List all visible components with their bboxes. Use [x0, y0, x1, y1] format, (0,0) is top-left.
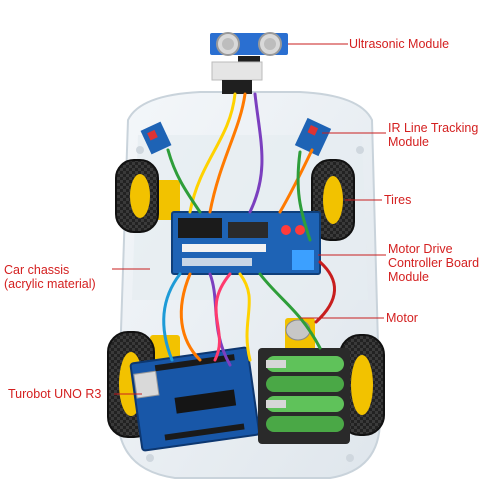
label-ultrasonic-module: Ultrasonic Module — [349, 37, 449, 51]
chassis-hole — [136, 146, 144, 154]
label-ir-line2: Module — [388, 135, 429, 149]
label-tires: Tires — [384, 193, 411, 207]
wiring — [162, 92, 336, 367]
chassis-hole — [146, 454, 154, 462]
label-motor-text: Motor — [386, 311, 418, 325]
uno-board — [129, 346, 261, 452]
label-motor: Motor — [386, 311, 418, 325]
battery-pack — [258, 348, 350, 444]
chassis-hole — [346, 454, 354, 462]
label-ir-line-tracking: IR Line Tracking Module — [388, 121, 478, 149]
label-motor-drive-controller: Motor Drive Controller Board Module — [388, 242, 479, 284]
label-motor-drive-line2: Controller Board — [388, 256, 480, 270]
motor-drive-board — [171, 211, 321, 275]
ultrasonic-module — [210, 32, 288, 94]
ir-sensor-right — [294, 117, 332, 157]
label-chassis-line1: Car chassis — [4, 263, 70, 277]
chassis-hole — [356, 146, 364, 154]
label-tires-text: Tires — [384, 193, 412, 207]
label-ultrasonic-text: Ultrasonic Module — [349, 37, 450, 51]
ir-sensor-left — [140, 121, 172, 155]
leader-lines — [112, 43, 386, 395]
tire-rear-right — [339, 334, 385, 436]
label-uno-text: Turobot UNO R3 — [8, 387, 102, 401]
label-ir-line1: IR Line Tracking — [388, 121, 479, 135]
label-chassis-line2: (acrylic material) — [4, 277, 96, 291]
tire-front-right — [311, 159, 355, 241]
label-motor-drive-line3: Module — [388, 270, 429, 284]
label-motor-drive-line1: Motor Drive — [388, 242, 453, 256]
label-car-chassis: Car chassis (acrylic material) — [4, 263, 96, 291]
label-turobot-uno: Turobot UNO R3 — [8, 387, 101, 401]
motor-shaft — [285, 319, 311, 341]
tire-front-left — [115, 159, 159, 233]
